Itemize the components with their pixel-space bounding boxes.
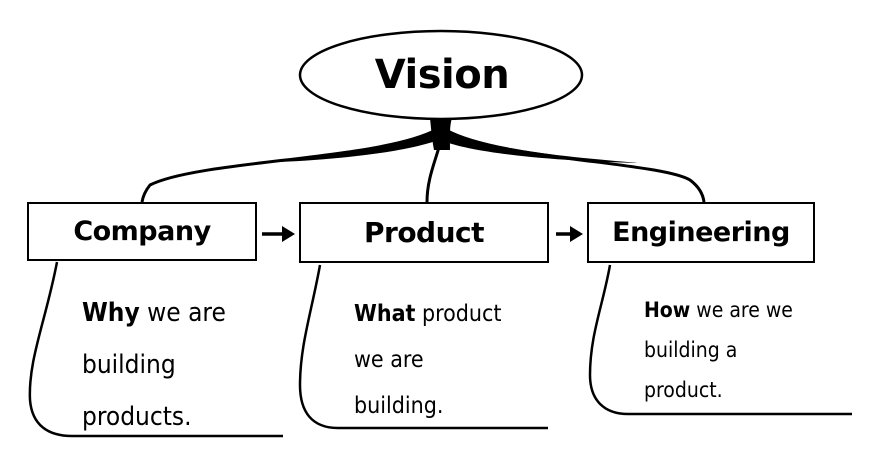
company-description-line-1: Why we are <box>82 287 226 339</box>
branch-to-company <box>140 128 437 203</box>
product-description-line-3: building. <box>354 393 444 419</box>
engineering-description-line-3: product. <box>644 378 723 402</box>
company-title: Company <box>73 216 211 247</box>
company-line-1-rest: we are <box>139 298 226 328</box>
product-description-line-1: What product <box>354 291 502 337</box>
company-description-line-3: products. <box>82 402 192 432</box>
company-keyword: Why <box>82 298 140 328</box>
branch-to-company-thick <box>250 128 444 163</box>
engineering-description: How we are we building a product. <box>644 290 793 410</box>
bubble-product <box>298 264 548 430</box>
product-title: Product <box>363 216 485 249</box>
product-line-1-rest: product <box>415 301 502 327</box>
vision-label: Vision <box>374 52 510 98</box>
product-box: Product <box>299 202 549 263</box>
bubble-company <box>28 261 283 438</box>
product-keyword: What <box>354 301 416 327</box>
engineering-box: Engineering <box>587 202 815 263</box>
arrow-company-to-product <box>262 226 295 242</box>
engineering-title: Engineering <box>612 217 790 248</box>
product-description-line-2: we are <box>354 347 424 373</box>
bubble-engineering <box>588 264 852 416</box>
engineering-line-1-rest: we are we <box>690 298 793 322</box>
arrow-product-to-engineering <box>556 226 583 242</box>
engineering-description-line-1: How we are we <box>644 290 793 330</box>
branch-to-product <box>425 139 443 203</box>
company-description: Why we are building products. <box>82 287 226 443</box>
branch-to-engineering-thick <box>440 128 640 163</box>
company-description-line-2: building <box>82 350 176 380</box>
engineering-keyword: How <box>644 298 691 322</box>
branch-to-engineering <box>445 128 706 203</box>
engineering-description-line-2: building a <box>644 338 738 362</box>
company-box: Company <box>27 202 257 261</box>
product-description: What product we are building. <box>354 291 502 429</box>
